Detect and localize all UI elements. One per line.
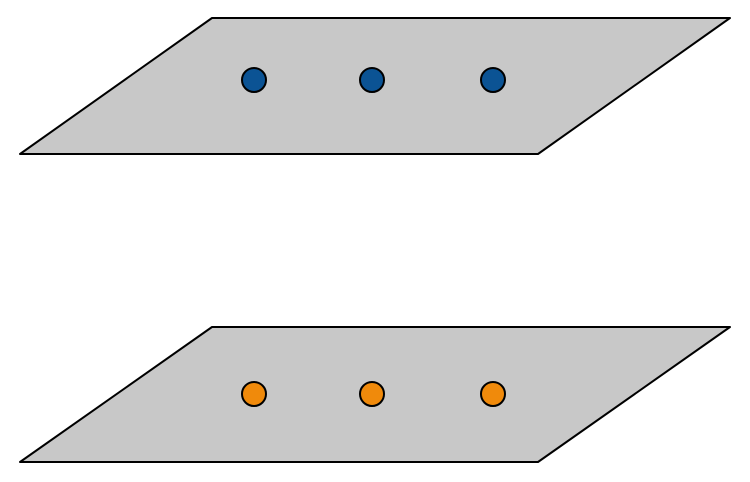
bottom-plane-dot xyxy=(480,381,506,407)
bottom-plane-dot xyxy=(241,381,267,407)
bottom-plane-dot xyxy=(359,381,385,407)
top-plane-dot xyxy=(359,67,385,93)
bottom-plane-group xyxy=(19,326,731,463)
top-plane-group xyxy=(19,17,731,155)
top-plane-dot xyxy=(480,67,506,93)
top-plane-dot xyxy=(241,67,267,93)
